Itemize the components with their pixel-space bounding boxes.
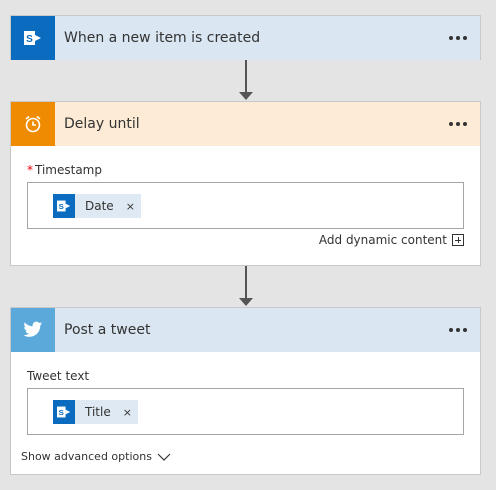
tweet-card[interactable]: Post a tweet Tweet text S Title × Show a… (10, 307, 481, 475)
title-token[interactable]: S Title × (53, 400, 138, 424)
svg-text:S: S (26, 34, 33, 45)
tweet-more-button[interactable] (446, 320, 470, 340)
title-token-label: Title (85, 405, 111, 419)
date-token-label: Date (85, 199, 114, 213)
trigger-title: When a new item is created (64, 30, 261, 46)
add-dynamic-content-label: Add dynamic content (318, 233, 447, 247)
chevron-down-icon (157, 453, 171, 461)
tweet-text-input[interactable]: S Title × (27, 388, 464, 435)
dot-icon (449, 122, 453, 126)
delay-header[interactable]: Delay until (11, 102, 480, 146)
arrow-down-icon (239, 298, 253, 306)
svg-text:S: S (59, 408, 64, 417)
timestamp-label: *Timestamp (27, 163, 102, 177)
dot-icon (456, 122, 460, 126)
add-dynamic-content-link[interactable]: Add dynamic content (319, 233, 464, 247)
tweet-title: Post a tweet (64, 322, 151, 338)
dot-icon (456, 36, 460, 40)
timestamp-label-text: Timestamp (35, 163, 102, 177)
connector-line (245, 60, 247, 92)
alarm-clock-icon (11, 102, 55, 146)
delay-more-button[interactable] (446, 114, 470, 134)
trigger-card[interactable]: S When a new item is created (10, 15, 481, 60)
sharepoint-icon: S (53, 400, 75, 424)
plus-box-icon (452, 234, 464, 246)
connector-line (245, 266, 247, 298)
dot-icon (456, 328, 460, 332)
remove-token-button[interactable]: × (122, 405, 132, 419)
dot-icon (463, 36, 467, 40)
show-advanced-options-label: Show advanced options (21, 450, 152, 463)
dot-icon (449, 328, 453, 332)
twitter-bird-icon (11, 308, 55, 352)
dot-icon (449, 36, 453, 40)
date-token[interactable]: S Date × (53, 194, 141, 218)
tweet-text-label: Tweet text (27, 369, 90, 383)
dot-icon (463, 328, 467, 332)
tweet-header[interactable]: Post a tweet (11, 308, 480, 352)
timestamp-input[interactable]: S Date × (27, 182, 464, 229)
sharepoint-icon: S (11, 16, 55, 60)
sharepoint-icon: S (53, 194, 75, 218)
dot-icon (463, 122, 467, 126)
trigger-more-button[interactable] (446, 28, 470, 48)
delay-card[interactable]: Delay until *Timestamp S Date × Add dyna… (10, 101, 481, 266)
required-marker: * (27, 163, 33, 177)
show-advanced-options-link[interactable]: Show advanced options (21, 450, 172, 463)
remove-token-button[interactable]: × (125, 199, 135, 213)
svg-text:S: S (59, 202, 64, 211)
trigger-header[interactable]: S When a new item is created (11, 16, 480, 60)
delay-title: Delay until (64, 116, 140, 132)
arrow-down-icon (239, 92, 253, 100)
